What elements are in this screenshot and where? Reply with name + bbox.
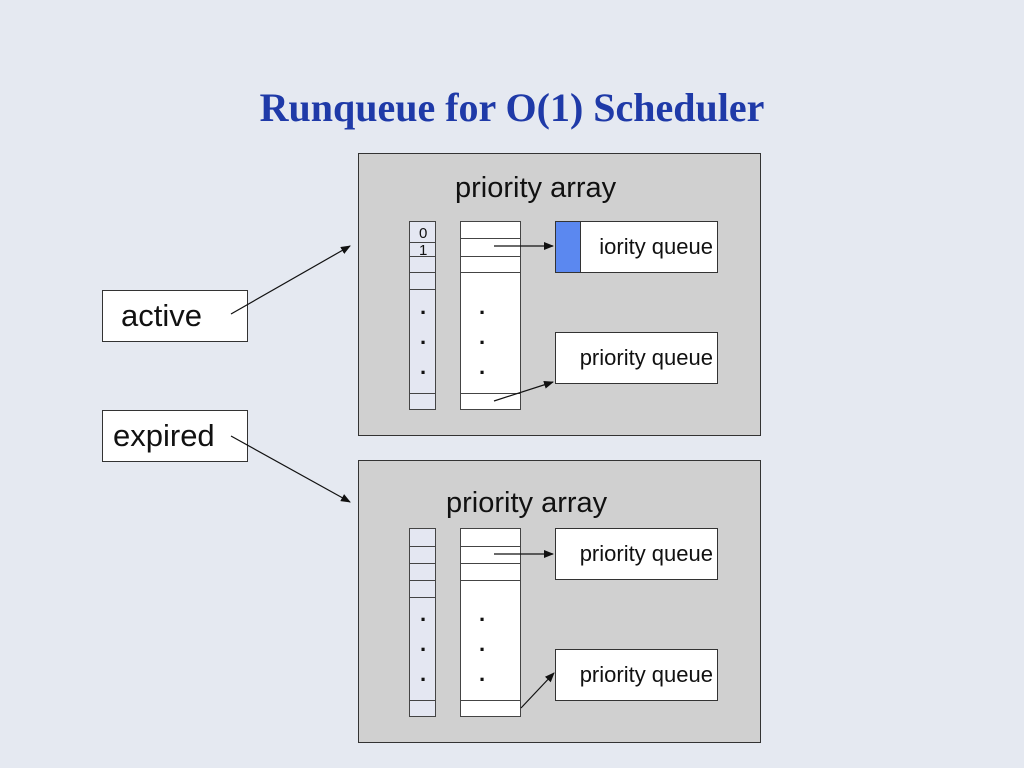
queue-head-divider <box>460 256 521 257</box>
queue-head-divider <box>460 393 521 394</box>
queue-link-arrow <box>520 672 555 709</box>
bitmap-divider <box>409 289 436 290</box>
priority-queue: priority queue <box>555 528 718 580</box>
queue-head-divider <box>460 272 521 273</box>
priority-array-label: priority array <box>455 172 617 204</box>
priority-bitmap <box>409 528 436 717</box>
slide-title: Runqueue for O(1) Scheduler <box>259 85 765 130</box>
priority-array-label: priority array <box>446 487 608 519</box>
ellipsis-dot: . <box>420 631 427 656</box>
ellipsis-dot: . <box>420 294 427 319</box>
bitmap-index-label: 1 <box>419 242 428 259</box>
ellipsis-dot: . <box>479 354 486 379</box>
active-arrow <box>230 245 351 315</box>
ellipsis-dot: . <box>420 661 427 686</box>
bitmap-divider <box>409 546 436 547</box>
priority-queue: priority queue <box>555 332 718 384</box>
bitmap-divider <box>409 242 436 243</box>
expired-label: expired <box>113 418 215 453</box>
queued-task <box>555 221 581 273</box>
ellipsis-dot: . <box>479 631 486 656</box>
bitmap-divider <box>409 700 436 701</box>
bitmap-divider <box>409 256 436 257</box>
priority-queue: iority queue <box>555 221 718 273</box>
bitmap-divider <box>409 272 436 273</box>
priority-bitmap <box>409 221 436 410</box>
queue-head-divider <box>460 580 521 581</box>
bitmap-divider <box>409 597 436 598</box>
active-pointer-box: active <box>102 290 248 342</box>
bitmap-divider <box>409 563 436 564</box>
queue-link-arrow <box>493 380 554 402</box>
ellipsis-dot: . <box>479 601 486 626</box>
priority-queue: priority queue <box>555 649 718 701</box>
expired-arrow <box>230 435 351 503</box>
queue-head-divider <box>460 563 521 564</box>
ellipsis-dot: . <box>420 601 427 626</box>
active-label: active <box>121 298 202 333</box>
queue-head-array <box>460 221 521 410</box>
ellipsis-dot: . <box>420 354 427 379</box>
queue-head-array <box>460 528 521 717</box>
bitmap-divider <box>409 393 436 394</box>
bitmap-index-label: 0 <box>419 225 428 242</box>
queue-head-divider <box>460 238 521 239</box>
ellipsis-dot: . <box>479 324 486 349</box>
ellipsis-dot: . <box>479 661 486 686</box>
bitmap-divider <box>409 580 436 581</box>
queue-head-divider <box>460 700 521 701</box>
ellipsis-dot: . <box>479 294 486 319</box>
queue-head-divider <box>460 546 521 547</box>
expired-pointer-box: expired <box>102 410 248 462</box>
ellipsis-dot: . <box>420 324 427 349</box>
